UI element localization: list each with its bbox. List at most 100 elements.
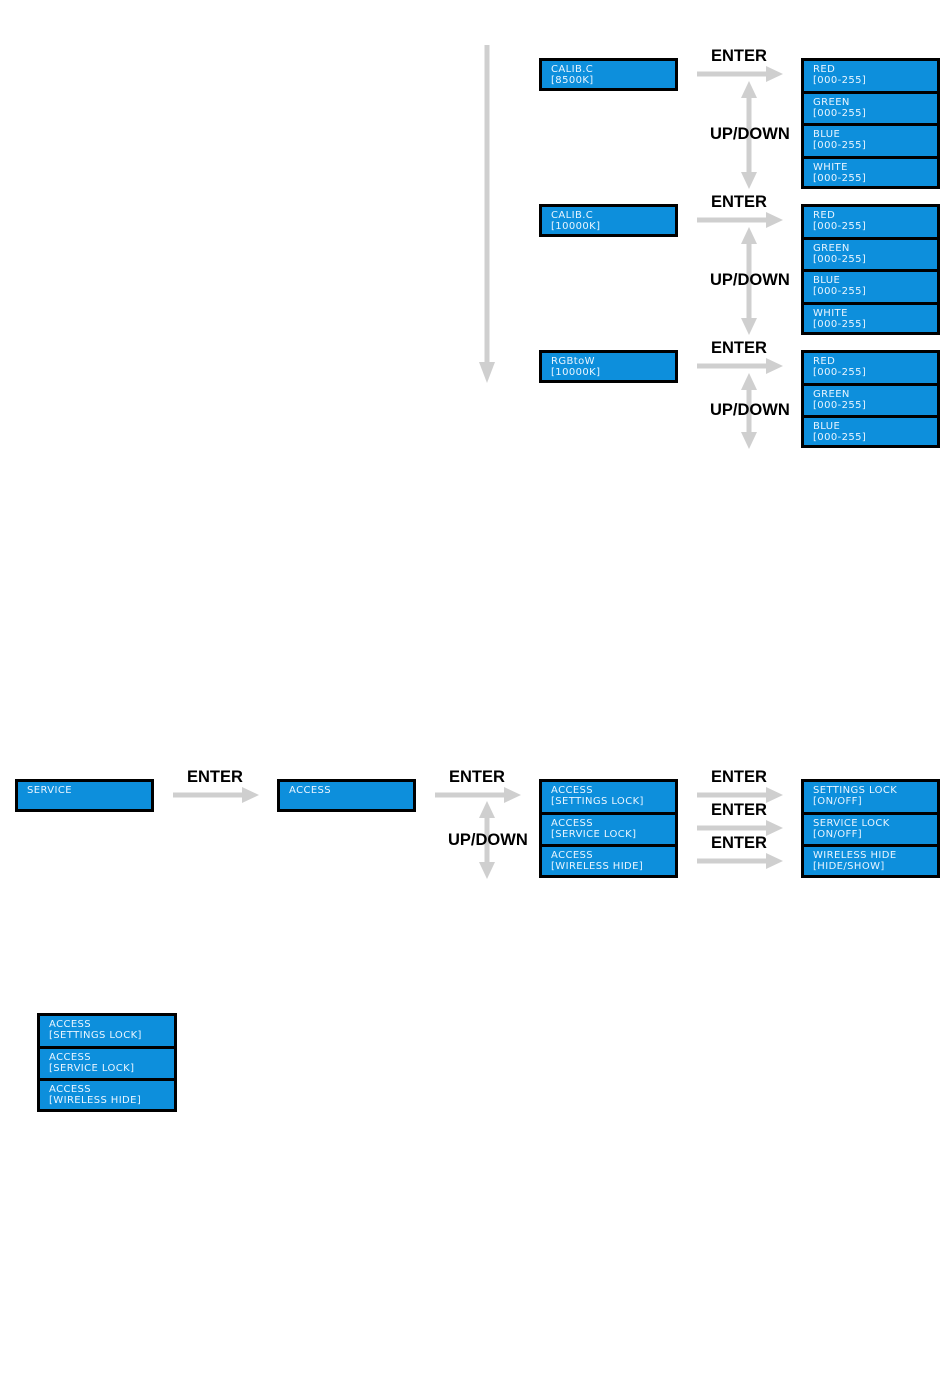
lcd-access-items: ACCESS[SETTINGS LOCK] ACCESS[SERVICE LOC… (539, 779, 678, 878)
lcd-row: ACCESS[SERVICE LOCK] (542, 814, 675, 847)
enter-arrow (697, 820, 783, 836)
lcd-row: GREEN[000-255] (804, 239, 937, 272)
lcd-standalone-access: ACCESS[SETTINGS LOCK] ACCESS[SERVICE LOC… (37, 1013, 177, 1112)
lcd-row: ACCESS[WIRELESS HIDE] (40, 1081, 174, 1109)
lcd-row: CALIB.C [8500K] (542, 61, 675, 88)
lcd-row: ACCESS[SERVICE LOCK] (40, 1048, 174, 1081)
lcd-line: [SERVICE LOCK] (551, 828, 637, 840)
lcd-row: ACCESS[SETTINGS LOCK] (542, 782, 675, 815)
updown-arrow (741, 81, 757, 189)
lcd-line: ACCESS (49, 1019, 92, 1030)
lcd-calib-8500k: CALIB.C [8500K] (539, 58, 678, 91)
lcd-line: ACCESS (551, 817, 594, 829)
lcd-line: BLUE (813, 129, 841, 140)
lcd-line: GREEN (813, 96, 850, 108)
lcd-line: ACCESS (551, 850, 594, 861)
lcd-line: RED (813, 356, 836, 367)
lcd-line: [000-255] (813, 75, 867, 86)
lcd-line: BLUE (813, 421, 841, 432)
lcd-row: WHITE[000-255] (804, 304, 937, 332)
lcd-row: RED[000-255] (804, 353, 937, 386)
lcd-line: GREEN (813, 388, 850, 400)
lcd-line: [000-255] (813, 367, 867, 378)
lcd-row: SERVICE (18, 782, 151, 809)
lcd-line: ACCESS (551, 785, 594, 796)
lcd-row: RGBtoW [10000K] (542, 353, 675, 380)
lcd-submenu-stack: RED[000-255] GREEN[000-255] BLUE[000-255… (801, 350, 940, 448)
enter-label: ENTER (449, 768, 505, 786)
lcd-line: [000-255] (813, 318, 867, 330)
lcd-access: ACCESS (277, 779, 416, 812)
updown-label: UP/DOWN (710, 271, 790, 289)
lcd-line: [000-255] (813, 221, 867, 232)
updown-arrow (741, 373, 757, 449)
updown-label: UP/DOWN (710, 401, 790, 419)
enter-arrow (697, 853, 783, 869)
lcd-row: SERVICE LOCK[ON/OFF] (804, 814, 937, 847)
enter-label: ENTER (711, 768, 767, 786)
lcd-line: [SETTINGS LOCK] (551, 796, 644, 807)
lcd-line: ACCESS (49, 1084, 92, 1095)
lcd-line: SETTINGS LOCK (813, 785, 898, 796)
enter-label: ENTER (711, 47, 767, 65)
lcd-line: WIRELESS HIDE (813, 850, 897, 861)
lcd-line: [ON/OFF] (813, 796, 863, 807)
enter-label: ENTER (711, 339, 767, 357)
lcd-row: WHITE[000-255] (804, 158, 937, 186)
lcd-row: RED[000-255] (804, 61, 937, 94)
lcd-results: SETTINGS LOCK[ON/OFF] SERVICE LOCK[ON/OF… (801, 779, 940, 878)
lcd-line: CALIB.C (551, 210, 594, 221)
lcd-row: GREEN[000-255] (804, 93, 937, 126)
lcd-line: ACCESS (49, 1051, 92, 1063)
lcd-line: [SETTINGS LOCK] (49, 1030, 142, 1041)
lcd-line: WHITE (813, 161, 848, 173)
enter-label: ENTER (187, 768, 243, 786)
lcd-service: SERVICE (15, 779, 154, 812)
lcd-row: BLUE[000-255] (804, 272, 937, 305)
enter-arrow (173, 787, 259, 803)
lcd-line: [ON/OFF] (813, 828, 863, 840)
lcd-line: [000-255] (813, 286, 867, 297)
lcd-line: CALIB.C (551, 64, 594, 75)
lcd-line: WHITE (813, 307, 848, 319)
enter-arrow (697, 66, 783, 82)
lcd-rgbtow-10000k: RGBtoW [10000K] (539, 350, 678, 383)
lcd-line: [000-255] (813, 107, 867, 119)
enter-arrow (697, 787, 783, 803)
lcd-line: [10000K] (551, 221, 601, 232)
lcd-line: [000-255] (813, 253, 867, 265)
lcd-line: SERVICE LOCK (813, 817, 890, 829)
lcd-submenu-stack: RED[000-255] GREEN[000-255] BLUE[000-255… (801, 58, 940, 189)
lcd-line: [10000K] (551, 367, 601, 378)
lcd-row: ACCESS[WIRELESS HIDE] (542, 847, 675, 875)
lcd-calib-10000k: CALIB.C [10000K] (539, 204, 678, 237)
updown-arrow (741, 227, 757, 335)
lcd-row: GREEN[000-255] (804, 385, 937, 418)
lcd-row: BLUE[000-255] (804, 126, 937, 159)
enter-arrow (697, 358, 783, 374)
lcd-line: [000-255] (813, 172, 867, 184)
lcd-line: RED (813, 210, 836, 221)
updown-label: UP/DOWN (448, 831, 528, 849)
enter-label: ENTER (711, 801, 767, 819)
lcd-row: SETTINGS LOCK[ON/OFF] (804, 782, 937, 815)
lcd-line: [WIRELESS HIDE] (49, 1095, 142, 1106)
lcd-line: RGBtoW (551, 356, 595, 367)
enter-arrow (697, 212, 783, 228)
lcd-row: ACCESS (280, 782, 413, 809)
lcd-line: [000-255] (813, 399, 867, 411)
updown-label: UP/DOWN (710, 125, 790, 143)
lcd-line: [HIDE/SHOW] (813, 861, 885, 872)
vertical-down-arrowhead (479, 362, 495, 383)
lcd-row: BLUE[000-255] (804, 418, 937, 445)
lcd-line: GREEN (813, 242, 850, 254)
lcd-line: [000-255] (813, 140, 867, 151)
enter-arrow (435, 787, 521, 803)
lcd-row: CALIB.C [10000K] (542, 207, 675, 234)
lcd-row: WIRELESS HIDE[HIDE/SHOW] (804, 847, 937, 875)
enter-label: ENTER (711, 834, 767, 852)
lcd-line: BLUE (813, 275, 841, 286)
lcd-line: ACCESS (289, 785, 332, 796)
lcd-line: [000-255] (813, 432, 867, 443)
